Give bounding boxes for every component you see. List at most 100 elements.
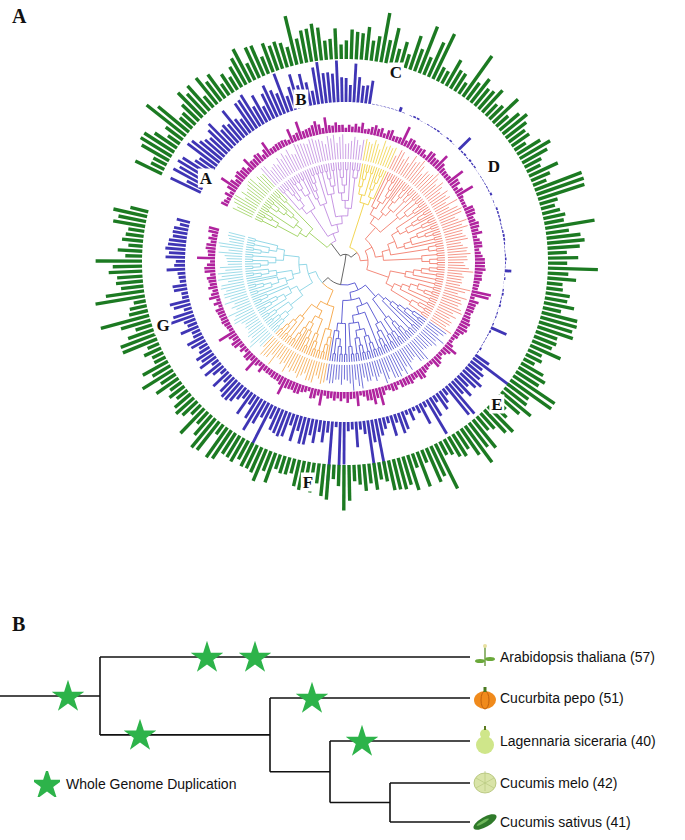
species-icons bbox=[471, 644, 499, 833]
gene-label-ring-bar bbox=[448, 265, 465, 267]
gene-label-ring-bar bbox=[356, 140, 358, 160]
green-ring-bar bbox=[379, 462, 382, 479]
tree-branch bbox=[398, 327, 408, 340]
purple-ring-bar bbox=[493, 319, 496, 322]
purple-ring-bar bbox=[449, 384, 475, 414]
gene-label-ring-bar bbox=[416, 174, 429, 188]
tree-branch bbox=[284, 255, 299, 265]
magenta-ring-bar bbox=[393, 136, 395, 141]
gene-label-ring-bar bbox=[441, 300, 458, 307]
magenta-ring-bar bbox=[373, 389, 376, 404]
tree-branch bbox=[382, 299, 409, 328]
purple-ring-bar bbox=[474, 165, 475, 169]
gene-label-ring-bar bbox=[407, 162, 420, 179]
purple-ring-bar bbox=[479, 175, 482, 178]
magenta-ring-bar bbox=[301, 385, 303, 392]
gene-label-ring-bar bbox=[286, 150, 297, 171]
magenta-ring-bar bbox=[382, 387, 384, 395]
tree-branch bbox=[395, 241, 405, 248]
gene-label-ring-bar bbox=[384, 357, 390, 371]
tree-branch bbox=[436, 245, 444, 246]
tree-branch bbox=[294, 333, 300, 339]
tree-branch bbox=[351, 298, 362, 305]
tree-branch bbox=[338, 339, 340, 347]
tree-branch bbox=[364, 336, 368, 351]
purple-ring-bar bbox=[498, 215, 499, 218]
tree-branch bbox=[369, 343, 373, 358]
tree-branch bbox=[402, 184, 407, 191]
tree-branch bbox=[346, 252, 357, 257]
purple-ring-bar bbox=[165, 248, 185, 250]
tree-branch bbox=[245, 259, 253, 260]
magenta-ring-bar bbox=[345, 128, 348, 132]
purple-ring-bar bbox=[167, 268, 186, 272]
tree-branch bbox=[332, 354, 334, 362]
tree-branch bbox=[408, 287, 429, 299]
tree-branch bbox=[364, 198, 371, 205]
magenta-ring-bar bbox=[259, 362, 262, 366]
magenta-ring-bar bbox=[287, 129, 293, 143]
magenta-ring-bar bbox=[380, 128, 382, 137]
tree-branch bbox=[357, 305, 362, 314]
tree-branch bbox=[272, 219, 279, 225]
tree-branch bbox=[436, 278, 444, 279]
purple-ring-bar bbox=[465, 156, 468, 159]
tree-branch bbox=[261, 250, 269, 253]
gene-label-ring-bar bbox=[435, 199, 457, 211]
tree-branch bbox=[270, 771, 330, 773]
tree-branch bbox=[382, 250, 389, 256]
purple-ring-bar bbox=[406, 113, 409, 116]
magenta-ring-bar bbox=[306, 129, 308, 137]
clade-label: G bbox=[154, 316, 171, 335]
purple-ring-bar bbox=[427, 123, 430, 127]
tree-branch bbox=[417, 228, 431, 236]
purple-ring-bar bbox=[241, 95, 260, 126]
bottle-gourd-icon bbox=[476, 726, 494, 754]
tree-branch bbox=[357, 338, 361, 346]
green-ring-bar bbox=[412, 453, 417, 467]
magenta-ring-bar bbox=[273, 147, 276, 152]
green-ring-bar bbox=[465, 426, 492, 463]
gene-label-ring-bar bbox=[305, 359, 310, 374]
gene-label-ring-bar bbox=[430, 191, 448, 203]
gene-label-ring-bar bbox=[370, 362, 374, 376]
gene-label-ring-bar bbox=[342, 134, 343, 159]
magenta-ring-bar bbox=[312, 125, 315, 135]
tree-branch bbox=[385, 345, 389, 352]
gene-label-ring-bar bbox=[444, 226, 468, 233]
green-ring-bar bbox=[548, 268, 598, 270]
tree-branch bbox=[353, 314, 359, 323]
purple-ring-bar bbox=[503, 250, 506, 253]
gene-label-ring-bar bbox=[360, 364, 364, 388]
tree-branch bbox=[384, 345, 387, 352]
tree-branch bbox=[278, 210, 286, 215]
gene-label-ring-bar bbox=[448, 262, 464, 263]
purple-ring-bar bbox=[180, 224, 189, 226]
magenta-ring-bar bbox=[458, 196, 463, 199]
green-ring-bar bbox=[285, 457, 290, 474]
gene-label-ring-bar bbox=[221, 282, 243, 286]
tree-branch bbox=[432, 293, 439, 297]
green-ring-bar bbox=[547, 240, 584, 243]
magenta-ring-bar bbox=[346, 392, 349, 403]
tree-branch bbox=[380, 170, 384, 177]
purple-ring-bar bbox=[380, 104, 383, 107]
tree-branch bbox=[325, 345, 328, 360]
magenta-ring-bar bbox=[319, 124, 321, 134]
purple-ring-bar bbox=[391, 107, 394, 110]
magenta-ring-bar bbox=[452, 182, 460, 188]
tree-branch bbox=[392, 322, 406, 341]
magenta-ring-bar bbox=[449, 340, 452, 342]
green-ring-bar bbox=[544, 220, 563, 224]
green-ring-bar bbox=[352, 465, 356, 481]
tree-branch bbox=[305, 321, 311, 328]
tree-branch bbox=[345, 354, 346, 362]
tree-branch bbox=[99, 657, 101, 735]
green-ring-bar bbox=[350, 29, 354, 59]
gene-label-ring-bar bbox=[373, 144, 378, 163]
magenta-ring-bar bbox=[326, 391, 330, 399]
magenta-ring-bar bbox=[398, 138, 401, 144]
tree-branch bbox=[311, 349, 315, 356]
green-ring-bar bbox=[543, 308, 561, 312]
species-label: Lagennaria siceraria (40) bbox=[500, 733, 656, 750]
